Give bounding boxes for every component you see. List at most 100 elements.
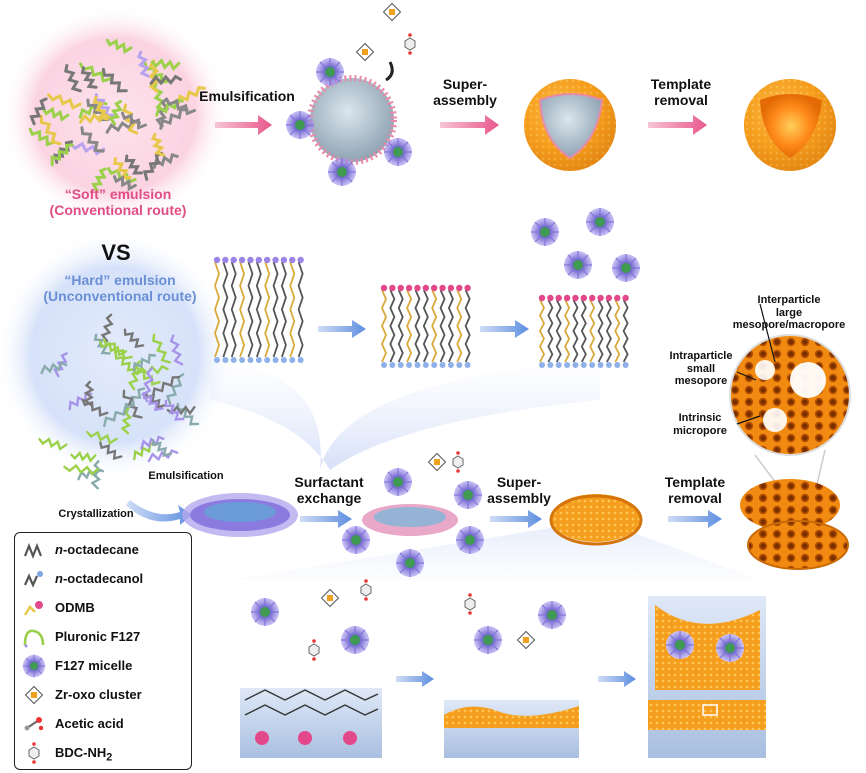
strand: [53, 140, 74, 164]
alkyl-chain: [230, 261, 237, 358]
strand: [92, 95, 109, 121]
bottom-panel-2: [444, 700, 579, 758]
step-template-removal-top: Template removal: [636, 76, 726, 108]
f127-micelle: [327, 157, 357, 187]
strand: [101, 67, 128, 93]
headgroup: [555, 362, 562, 368]
alkyl-chain: [572, 299, 579, 363]
alkyl-chain: [406, 289, 413, 363]
alkyl-chain: [439, 289, 446, 363]
headgroup: [222, 357, 229, 363]
headgroup: [456, 362, 463, 368]
strand: [47, 93, 82, 110]
f127-micelle: [383, 467, 413, 497]
headgroup: [614, 362, 621, 368]
headgroup: [572, 362, 579, 368]
strand: [165, 97, 196, 116]
alkyl-chain: [239, 261, 246, 358]
strand: [133, 366, 161, 386]
hard-emulsion-label: “Hard” emulsion: [64, 272, 176, 288]
strand: [176, 86, 206, 106]
alkyl-chain: [222, 261, 229, 358]
f127-micelle: [340, 625, 370, 655]
arrow-mid-2: [480, 320, 529, 338]
curved-arrow: [385, 61, 394, 82]
intrinsic-pore-label: Intrinsic micropore: [662, 412, 738, 437]
headgroup: [547, 362, 554, 368]
headgroup: [564, 362, 571, 368]
alkyl-chain: [555, 299, 562, 363]
interparticle-line1: Interparticle: [757, 294, 821, 306]
legend-box: n-octadecane n-octadecanol ODMB Pluronic…: [14, 532, 192, 770]
template-removal-bottom-line1: Template: [664, 474, 726, 490]
headgroup: [389, 362, 396, 368]
legend-label: Pluronic F127: [55, 629, 141, 644]
headgroup: [230, 357, 237, 363]
legend-label: Zr-oxo cluster: [55, 687, 142, 702]
crystal-layer-f127: [213, 256, 304, 363]
zr-oxo-cluster-icon: [25, 686, 43, 704]
step-surfactant-exchange: Surfactant exchange: [284, 474, 374, 506]
f127-micelle: [383, 137, 413, 167]
step-superassembly-top: Super- assembly: [420, 76, 510, 108]
alkyl-chain: [614, 299, 621, 363]
surface-group: [614, 294, 621, 302]
surface-group: [456, 284, 463, 292]
alkyl-chain: [547, 299, 554, 363]
surface-group: [272, 256, 279, 264]
surface-group: [447, 284, 455, 292]
strand: [150, 58, 181, 72]
arrow-surfactant-exchange: [300, 510, 352, 528]
step-emulsification-top: Emulsification: [199, 88, 295, 104]
headgroup: [580, 362, 587, 368]
strand: [103, 404, 134, 428]
strand: [70, 450, 97, 463]
alkyl-chain: [464, 289, 471, 363]
strand: [155, 97, 170, 128]
headgroup: [447, 362, 454, 368]
alkyl-chain: [389, 289, 396, 363]
intraparticle-pore-label: Intraparticle small mesopore: [660, 350, 742, 388]
strand: [83, 380, 95, 407]
strand: [150, 132, 166, 157]
headgroup: [622, 362, 629, 368]
odmb-icon: [23, 601, 43, 616]
alkyl-chain: [597, 299, 604, 363]
strand: [93, 333, 111, 355]
strand: [159, 108, 189, 130]
surface-group: [222, 256, 229, 264]
alkyl-chain: [538, 299, 546, 363]
arrow-superassembly-bottom: [490, 510, 542, 528]
arrow-template-removal-top: [648, 115, 707, 135]
strand: [29, 97, 48, 126]
strand: [52, 352, 68, 378]
bdc-nh2-molecule: [308, 638, 320, 662]
surface-group: [439, 284, 446, 292]
headgroup: [539, 362, 545, 368]
surface-group: [580, 294, 588, 302]
step-template-removal-bottom: Template removal: [650, 474, 740, 506]
soft-emulsion-strands: [28, 38, 206, 193]
headgroup: [381, 362, 387, 368]
alkyl-chain: [381, 289, 387, 363]
headgroup: [464, 362, 471, 368]
strand: [64, 64, 82, 93]
alkyl-chain: [280, 261, 287, 358]
surface-group: [555, 294, 562, 302]
headgroup: [605, 362, 612, 368]
interparticle-line2: large mesopore/macropore: [732, 306, 846, 332]
template-removal-line2: removal: [654, 92, 708, 109]
strand: [142, 151, 164, 181]
strand: [113, 175, 137, 192]
bdc-nh2-molecule: [464, 592, 476, 616]
intraparticle-line1: Intraparticle: [669, 350, 733, 362]
headgroup: [422, 362, 429, 368]
hierarchical-pore-zoom: [729, 334, 851, 526]
zr-oxo-cluster: [321, 589, 339, 607]
legend-label: Acetic acid: [55, 716, 124, 731]
headgroup: [289, 357, 296, 363]
f127-micelle: [530, 217, 560, 247]
surface-group: [405, 284, 413, 292]
headgroup: [406, 362, 413, 368]
